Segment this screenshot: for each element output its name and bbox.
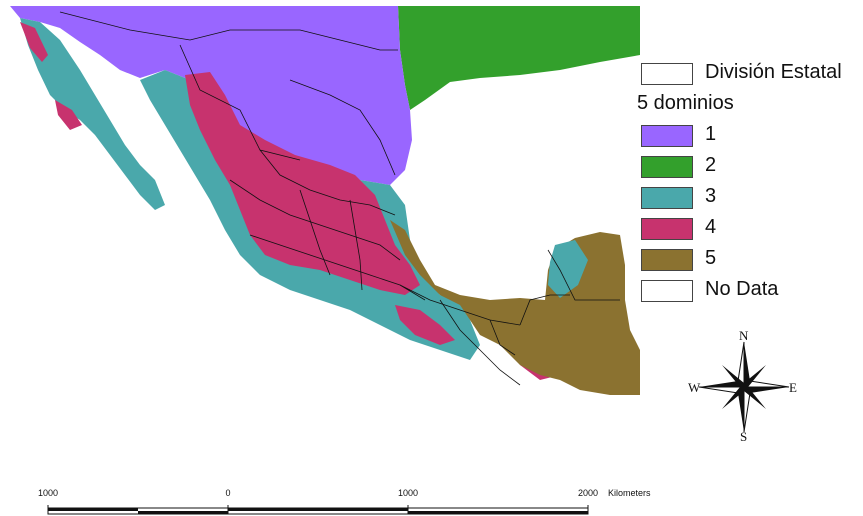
scale-bar: 1000 0 1000 2000 Kilometers xyxy=(30,488,710,515)
scale-tick-label: 1000 xyxy=(397,488,419,498)
legend-item-3: 3 xyxy=(637,182,859,213)
legend-item-2: 2 xyxy=(637,151,859,182)
legend-item-label: 1 xyxy=(705,123,717,145)
domain-map xyxy=(10,6,640,395)
boundary-label: División Estatal xyxy=(705,61,842,83)
swatch-2 xyxy=(641,156,693,178)
legend-title-row: 5 dominios xyxy=(637,89,859,120)
legend-item-label: 2 xyxy=(705,154,717,176)
yucatan-domain-3 xyxy=(548,240,588,298)
compass-star-icon xyxy=(698,341,790,433)
scale-unit-label: Kilometers xyxy=(608,488,651,498)
legend-item-1: 1 xyxy=(637,120,859,151)
legend-item-4: 4 xyxy=(637,213,859,244)
gulf-of-california xyxy=(60,30,175,150)
domain-4-region xyxy=(185,72,420,295)
legend-nodata: No Data xyxy=(637,275,859,306)
swatch-1 xyxy=(641,125,693,147)
scale-tick-label: 0 xyxy=(225,488,231,498)
state-boundaries xyxy=(59,11,620,386)
baja-peninsula xyxy=(20,18,165,210)
legend-item-label: 5 xyxy=(705,247,717,269)
nodata-label: No Data xyxy=(705,278,779,300)
compass-rose: N S E W xyxy=(688,325,800,444)
compass-n: N xyxy=(739,328,749,343)
legend-item-label: 4 xyxy=(705,216,717,238)
nodata-swatch xyxy=(641,280,693,302)
swatch-3 xyxy=(641,187,693,209)
scale-bar-graphic xyxy=(47,505,589,515)
compass-w: W xyxy=(688,380,701,395)
swatch-5 xyxy=(641,249,693,271)
scale-tick-label: 2000 xyxy=(577,488,599,498)
legend: División Estatal 5 dominios 1 2 3 4 5 No… xyxy=(637,58,859,306)
scale-tick-label: 1000 xyxy=(37,488,59,498)
compass-e: E xyxy=(789,380,797,395)
legend-item-label: 3 xyxy=(705,185,717,207)
compass-s: S xyxy=(740,429,748,444)
baja-domain-4 xyxy=(20,22,82,130)
boundary-swatch xyxy=(641,63,693,85)
swatch-4 xyxy=(641,218,693,240)
legend-boundary-row: División Estatal xyxy=(637,58,859,89)
legend-title: 5 dominios xyxy=(637,92,734,114)
domain-2-region xyxy=(398,6,640,110)
legend-item-5: 5 xyxy=(637,244,859,275)
